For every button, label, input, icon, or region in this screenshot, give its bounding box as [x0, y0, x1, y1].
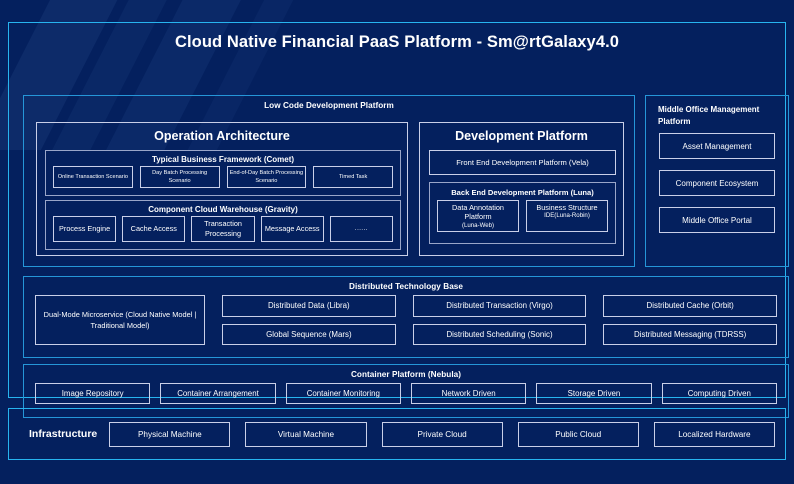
platform-outer-frame: Cloud Native Financial PaaS Platform - S… — [8, 22, 789, 418]
business-structure-ide-sublabel: IDE(Luna-Robin) — [544, 212, 590, 220]
box-localized-hardware[interactable]: Localized Hardware — [653, 421, 775, 447]
box-process-engine[interactable]: Process Engine — [53, 216, 117, 242]
section-development-platform: Development Platform Front End Developme… — [419, 122, 624, 256]
box-private-cloud[interactable]: Private Cloud — [381, 421, 503, 447]
group-typical-business-framework: Typical Business Framework (Comet) Onlin… — [45, 150, 401, 196]
box-end-of-day-batch-processing-scenario[interactable]: End-of-Day Batch Processing Scenario — [226, 166, 307, 188]
data-annotation-platform-sublabel: (Luna-Web) — [461, 221, 495, 229]
middle-office-title: Middle Office Management Platform — [658, 105, 760, 126]
box-front-end-development-platform[interactable]: Front End Development Platform (Vela) — [429, 150, 616, 175]
panel-low-code-development-platform: Low Code Development Platform Operation … — [23, 95, 635, 267]
infrastructure-label: Infrastructure — [29, 428, 98, 440]
business-structure-label: Business Structure — [536, 203, 598, 212]
box-distributed-messaging[interactable]: Distributed Messaging (TDRSS) — [603, 323, 778, 345]
box-image-repository[interactable]: Image Repository — [35, 383, 151, 404]
panel-container-platform: Container Platform (Nebula) Image Reposi… — [23, 364, 789, 418]
box-distributed-scheduling[interactable]: Distributed Scheduling (Sonic) — [412, 323, 587, 345]
box-public-cloud[interactable]: Public Cloud — [517, 421, 639, 447]
component-cloud-warehouse-title: Component Cloud Warehouse (Gravity) — [148, 205, 298, 214]
panel-distributed-technology-base: Distributed Technology Base Dual-Mode Mi… — [23, 276, 789, 358]
box-computing-driven[interactable]: Computing Driven — [661, 383, 777, 404]
box-container-arrangement[interactable]: Container Arrangement — [160, 383, 276, 404]
page-title: Cloud Native Financial PaaS Platform - S… — [174, 33, 620, 51]
box-day-batch-processing-scenario[interactable]: Day Batch Processing Scenario — [139, 166, 220, 188]
box-component-ecosystem[interactable]: Component Ecosystem — [659, 170, 775, 197]
container-platform-title: Container Platform (Nebula) — [350, 370, 462, 379]
section-operation-architecture: Operation Architecture Typical Business … — [36, 122, 408, 256]
box-data-annotation-platform[interactable]: Data Annotation Platform (Luna-Web) — [437, 200, 519, 232]
dtb-column-1: Distributed Data (Libra) Global Sequence… — [222, 295, 396, 345]
group-component-cloud-warehouse: Component Cloud Warehouse (Gravity) Proc… — [45, 200, 401, 250]
box-container-monitoring[interactable]: Container Monitoring — [285, 383, 401, 404]
box-timed-task[interactable]: Timed Task — [313, 166, 393, 188]
box-transaction-processing[interactable]: Transaction Processing — [191, 216, 255, 242]
box-storage-driven[interactable]: Storage Driven — [536, 383, 652, 404]
box-asset-management[interactable]: Asset Management — [659, 133, 775, 160]
dtb-column-3: Distributed Cache (Orbit) Distributed Me… — [603, 295, 778, 345]
box-more-components[interactable]: ...... — [329, 216, 394, 242]
box-virtual-machine[interactable]: Virtual Machine — [245, 421, 367, 447]
box-cache-access[interactable]: Cache Access — [122, 216, 186, 242]
typical-business-framework-title: Typical Business Framework (Comet) — [151, 155, 295, 164]
box-distributed-cache[interactable]: Distributed Cache (Orbit) — [603, 295, 778, 317]
panel-infrastructure: Infrastructure Physical Machine Virtual … — [8, 408, 786, 460]
box-distributed-data[interactable]: Distributed Data (Libra) — [222, 295, 396, 317]
box-dual-mode-microservice[interactable]: Dual-Mode Microservice (Cloud Native Mod… — [35, 295, 205, 345]
box-message-access[interactable]: Message Access — [260, 216, 324, 242]
box-global-sequence[interactable]: Global Sequence (Mars) — [222, 323, 396, 345]
box-online-transaction-scenario[interactable]: Online Transaction Scenario — [53, 166, 133, 188]
operation-architecture-title: Operation Architecture — [154, 129, 290, 143]
box-physical-machine[interactable]: Physical Machine — [109, 421, 231, 447]
data-annotation-platform-label: Data Annotation Platform — [452, 203, 504, 222]
development-platform-title: Development Platform — [455, 129, 588, 143]
panel-middle-office-management-platform: Middle Office Management Platform Asset … — [645, 95, 789, 267]
low-code-title: Low Code Development Platform — [264, 101, 394, 110]
group-back-end-development-platform: Back End Development Platform (Luna) Dat… — [429, 182, 616, 244]
back-end-development-platform-title: Back End Development Platform (Luna) — [451, 188, 594, 197]
box-network-driven[interactable]: Network Driven — [410, 383, 527, 404]
box-business-structure-ide[interactable]: Business Structure IDE(Luna-Robin) — [526, 200, 608, 232]
box-middle-office-portal[interactable]: Middle Office Portal — [659, 207, 775, 234]
dtb-column-2: Distributed Transaction (Virgo) Distribu… — [412, 295, 587, 345]
distributed-technology-base-title: Distributed Technology Base — [348, 282, 464, 291]
box-distributed-transaction[interactable]: Distributed Transaction (Virgo) — [412, 295, 587, 317]
